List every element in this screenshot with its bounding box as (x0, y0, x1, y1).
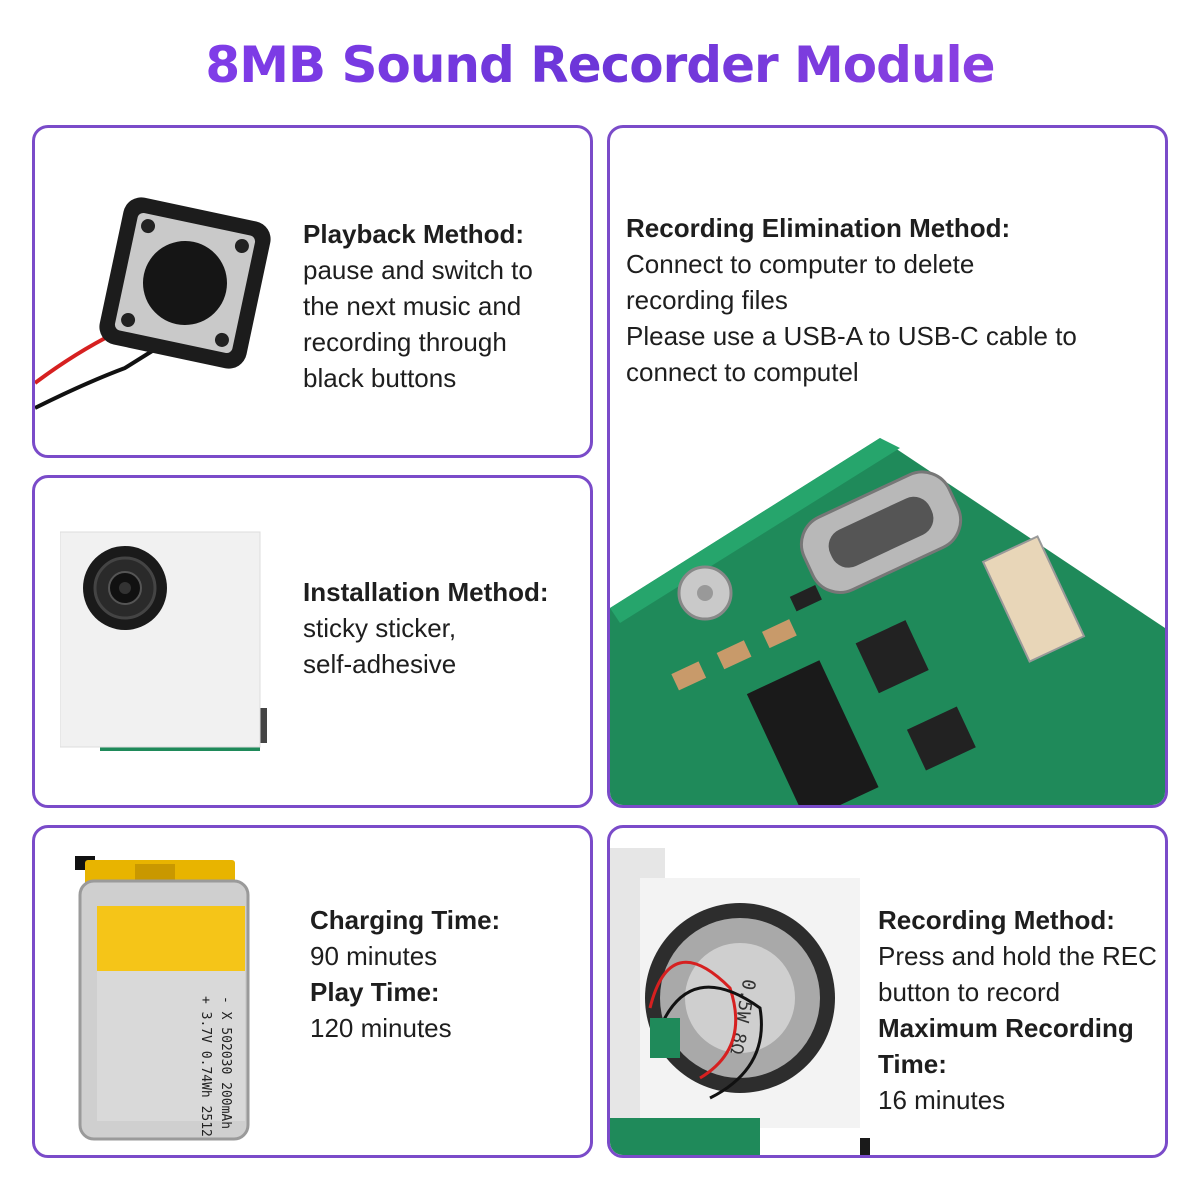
play-time-heading: Play Time: (310, 977, 440, 1007)
playback-heading: Playback Method: (303, 219, 525, 249)
battery-text: Charging Time: 90 minutes Play Time: 120… (310, 902, 580, 1046)
elimination-line: connect to computel (626, 357, 859, 387)
recording-card: 0.5W 8Ω Recording Method: Press and hold… (607, 825, 1168, 1158)
playback-line: black buttons (303, 363, 457, 393)
installation-card: Installation Method: sticky sticker, sel… (32, 475, 593, 808)
recording-method-heading: Recording Method: (878, 905, 1115, 935)
elimination-heading: Recording Elimination Method: (626, 213, 1011, 243)
speaker-sticker-icon (60, 531, 267, 751)
playback-text: Playback Method: pause and switch to the… (303, 216, 583, 396)
max-recording-heading-2: Time: (878, 1049, 947, 1079)
speaker-board-icon: 0.5W 8Ω (610, 848, 870, 1155)
installation-heading: Installation Method: (303, 577, 549, 607)
installation-text: Installation Method: sticky sticker, sel… (303, 574, 590, 682)
play-time-value: 120 minutes (310, 1013, 452, 1043)
elimination-line: Please use a USB-A to USB-C cable to (626, 321, 1077, 351)
recording-line: Press and hold the REC (878, 941, 1157, 971)
playback-line: pause and switch to (303, 255, 533, 285)
battery-icon: - X 502030 200mAh + 3.7V 0.74Wh 2512 (75, 856, 250, 1141)
battery-label: - X 502030 200mAh (218, 996, 233, 1130)
elimination-text: Recording Elimination Method: Connect to… (626, 210, 1156, 390)
elimination-card: Recording Elimination Method: Connect to… (607, 125, 1168, 808)
elimination-line: recording files (626, 285, 788, 315)
max-recording-heading: Maximum Recording (878, 1013, 1134, 1043)
recording-text: Recording Method: Press and hold the REC… (878, 902, 1165, 1118)
installation-line: sticky sticker, (303, 613, 457, 643)
elimination-line: Connect to computer to delete (626, 249, 975, 279)
charging-time-value: 90 minutes (310, 941, 438, 971)
charging-time-heading: Charging Time: (310, 905, 501, 935)
battery-label: + 3.7V 0.74Wh 2512 (198, 996, 213, 1137)
max-recording-value: 16 minutes (878, 1085, 1006, 1115)
page-title: 8MB Sound Recorder Module (0, 36, 1200, 94)
playback-line: recording through (303, 327, 507, 357)
playback-card: Playback Method: pause and switch to the… (32, 125, 593, 458)
playback-line: the next music and (303, 291, 522, 321)
push-button-icon (35, 197, 271, 410)
recording-line: button to record (878, 977, 1061, 1007)
installation-line: self-adhesive (303, 649, 457, 679)
battery-card: - X 502030 200mAh + 3.7V 0.74Wh 2512 Cha… (32, 825, 593, 1158)
pcb-usb-c-icon (610, 438, 1165, 805)
